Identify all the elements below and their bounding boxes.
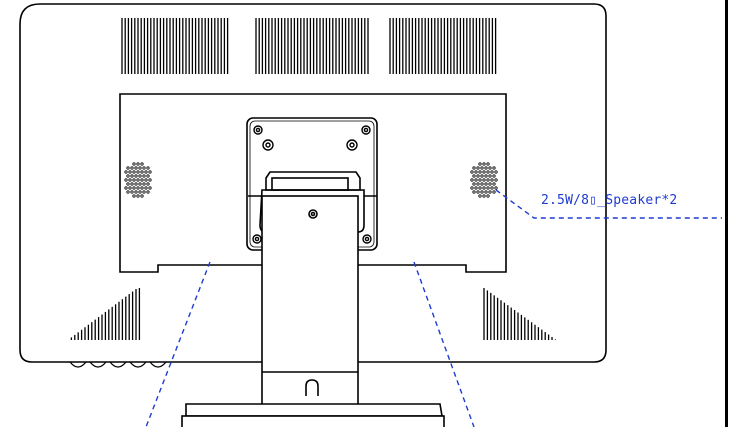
speaker-grill-left [124,162,152,198]
monitor-housing [19,3,607,363]
speaker-grill-right [470,162,498,198]
speaker-leader-line [495,189,722,219]
stand-neck [248,171,377,415]
sheet-border-right [725,0,728,427]
right-leader-line [413,261,475,427]
bottom-bumpers [69,361,167,368]
bottom-vent-grills [70,288,557,340]
callout-leaders [145,189,722,427]
top-vent-grills [121,18,497,74]
vesa-screw-holes [252,125,372,244]
left-leader-line [145,261,211,427]
speaker-callout-label: 2.5W/8▯_Speaker*2 [541,193,678,208]
stand-base [181,403,445,427]
